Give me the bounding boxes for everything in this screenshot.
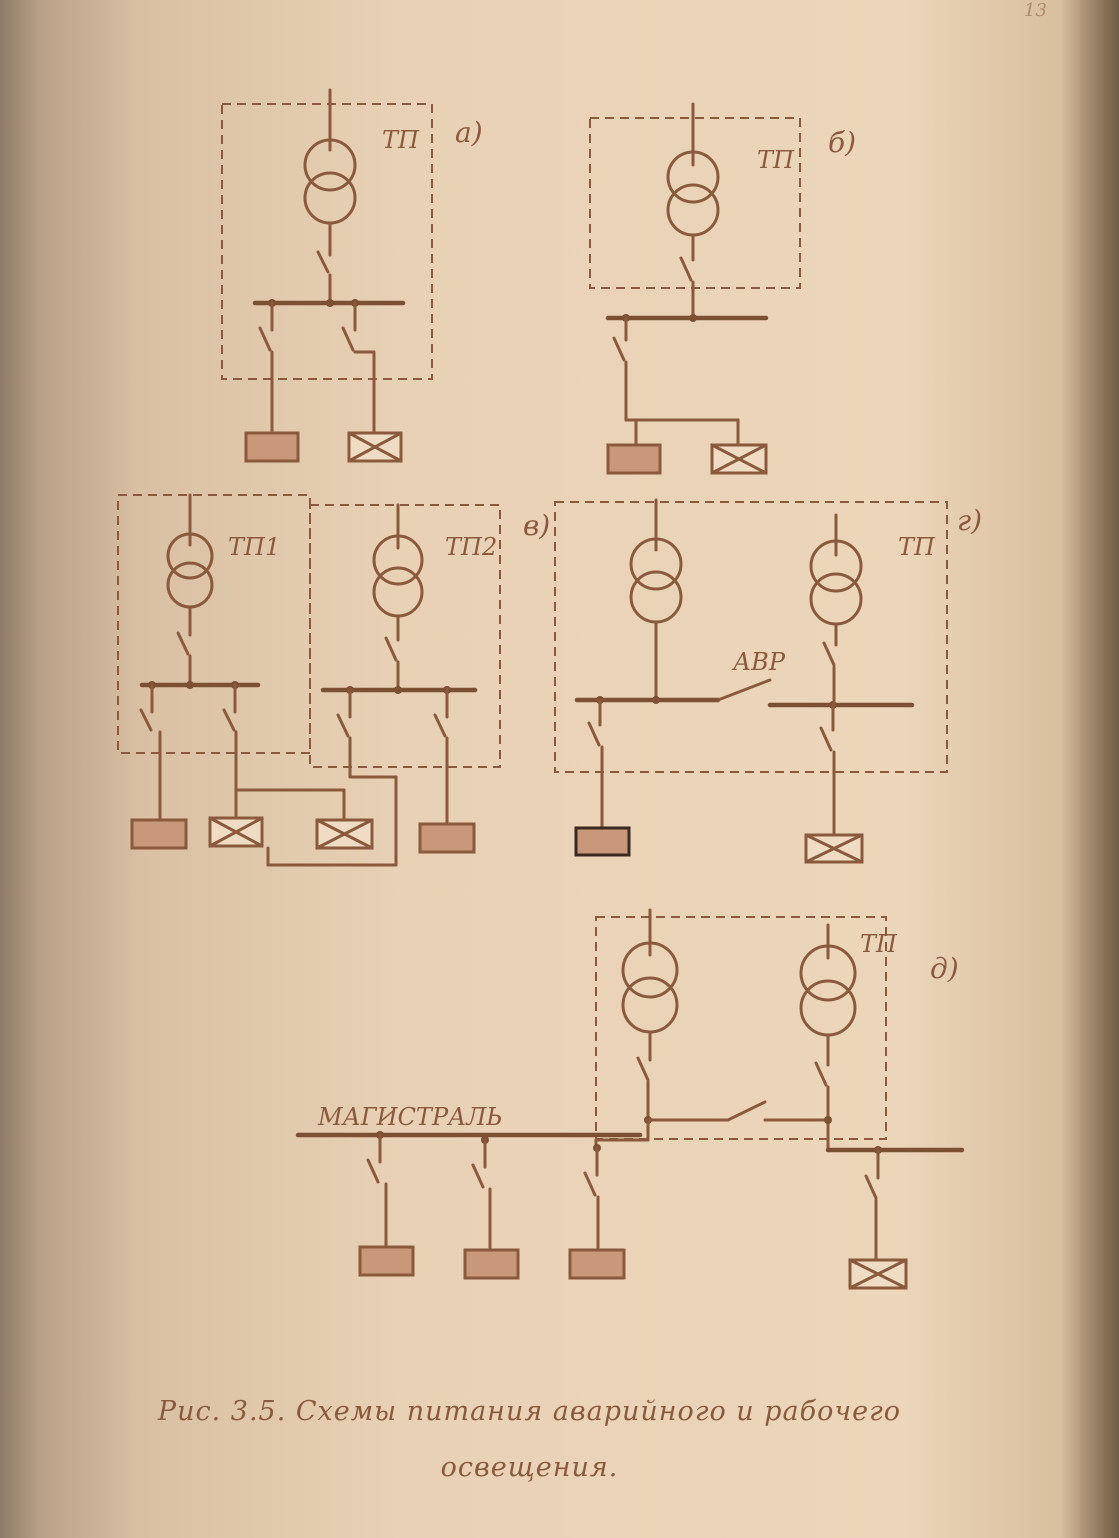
book-spine [1080,0,1119,1538]
tp2-label: ТП2 [445,533,497,561]
emergency-lamp [418,822,476,854]
figure-caption-line2: освещения. [440,1452,619,1483]
tp-label: ТП [382,126,420,154]
emergency-lamp [463,1248,520,1280]
emergency-lamp [244,431,300,463]
tp-label: ТП [757,146,795,174]
emergency-lamp [358,1245,415,1277]
scheme-v: ТП1 ТП2 в) [117,493,550,867]
scheme-b: ТП б) [589,102,856,475]
tp-label: ТП [860,930,898,958]
emergency-lamp [130,818,188,850]
emergency-lamp [606,443,662,475]
avr-label: АВР [731,648,786,676]
scheme-letter-g: г) [957,504,982,537]
scheme-letter-a: а) [455,116,483,149]
tp1-label: ТП1 [228,533,280,561]
scheme-letter-b: б) [828,126,856,159]
scheme-a: ТП а) [221,88,483,463]
scheme-g: АВР ТП г) [554,498,982,864]
scheme-letter-v: в) [523,509,550,542]
emergency-lamp [574,826,631,857]
scheme-d: МАГИСТРАЛЬ ТП д) [295,908,965,1290]
page-number: 13 [1024,0,1047,21]
tp-label: ТП [898,533,936,561]
emergency-lamp [568,1248,626,1280]
scheme-letter-d: д) [930,952,959,985]
magistral-label: МАГИСТРАЛЬ [317,1103,502,1131]
figure-caption-line1: Рис. 3.5. Схемы питания аварийного и раб… [157,1396,902,1427]
